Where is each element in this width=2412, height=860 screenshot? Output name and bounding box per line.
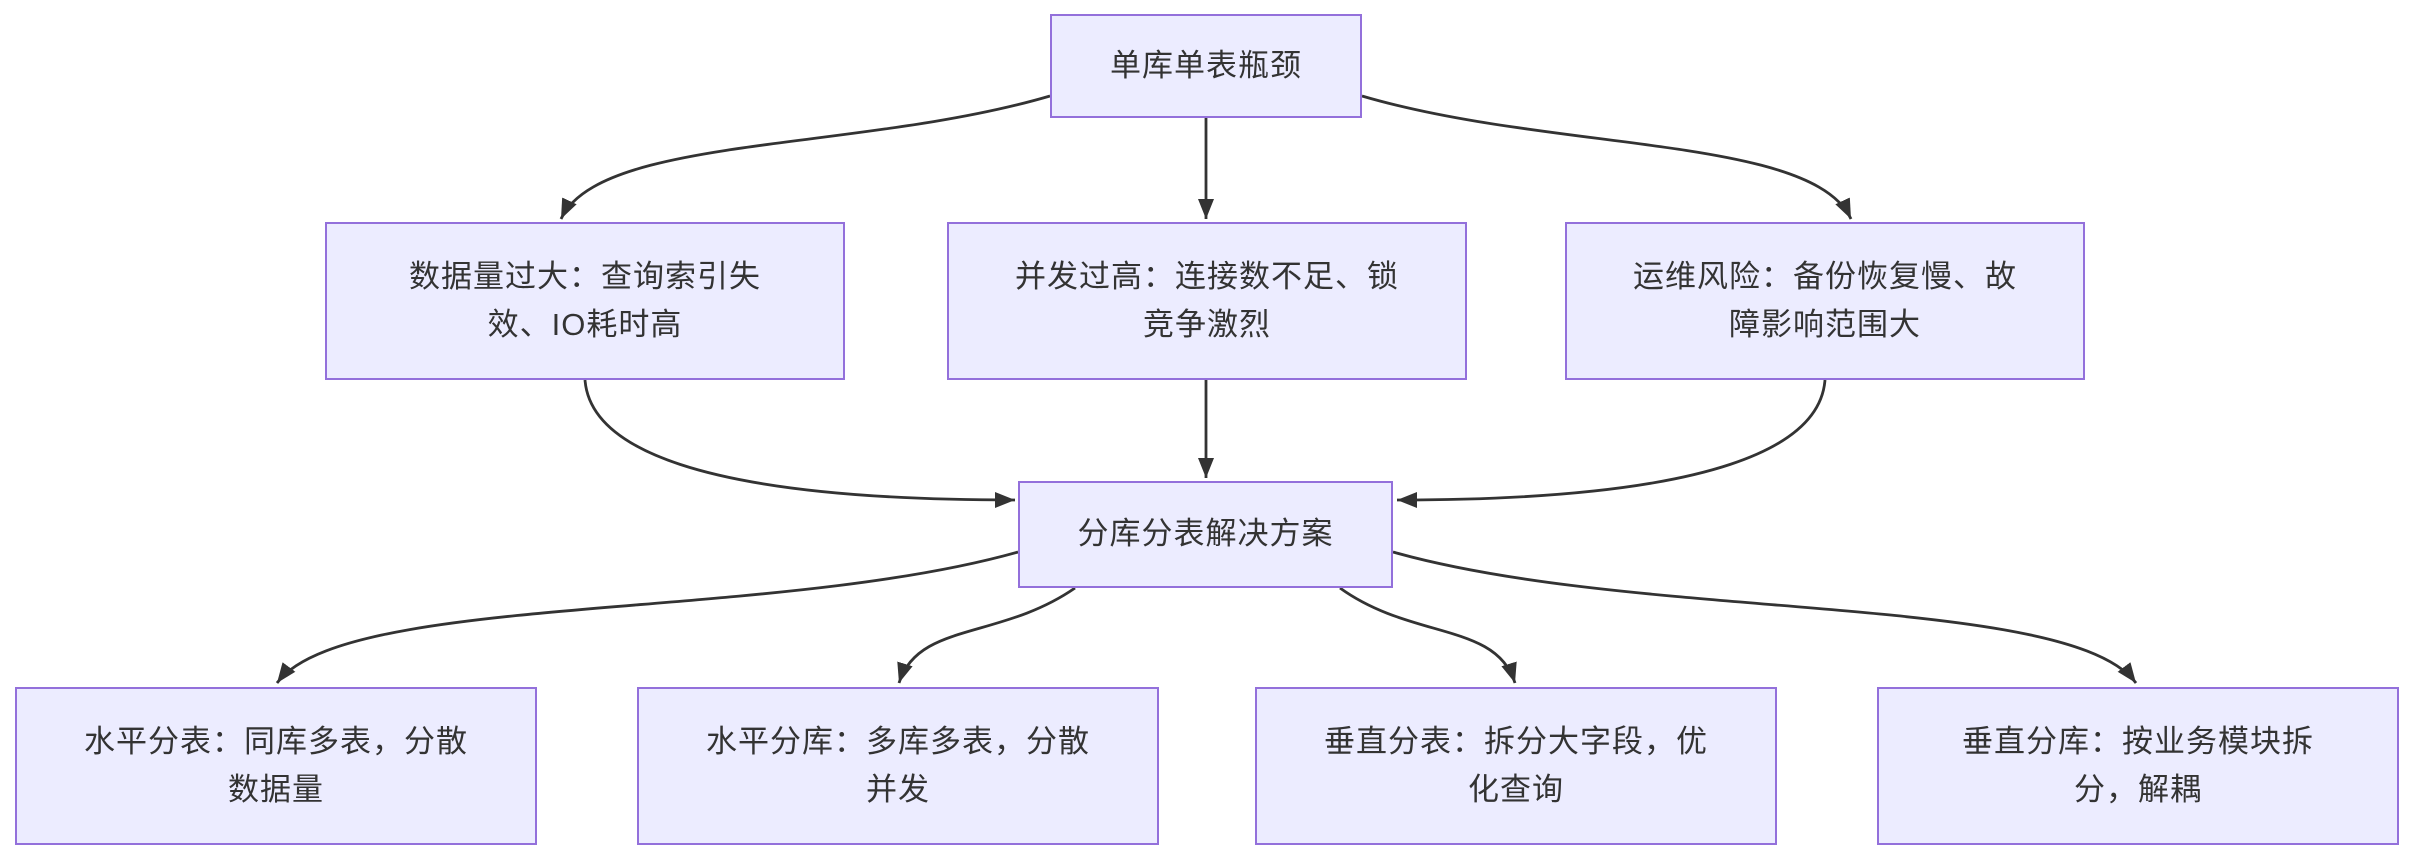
edge-prob-a-to-sol (583, 379, 1016, 508)
edge-root-to-prob-a (559, 94, 1051, 220)
node-problem-concurrency: 并发过高：连接数不足、锁 竞争激烈 (947, 222, 1467, 380)
edge-sol-to-s2 (897, 586, 1076, 684)
edge-sol-to-s4 (1392, 550, 2138, 684)
node-root-bottleneck: 单库单表瓶颈 (1050, 14, 1362, 118)
edge-prob-c-to-sol (1396, 379, 1827, 508)
node-problem-ops-risk: 运维风险：备份恢复慢、故 障影响范围大 (1565, 222, 2085, 380)
edge-root-to-prob-c (1361, 94, 1853, 220)
node-horizontal-table-split: 水平分表：同库多表，分散 数据量 (15, 687, 537, 845)
edge-sol-to-s3 (1339, 586, 1517, 684)
node-sharding-solution: 分库分表解决方案 (1018, 481, 1393, 588)
edge-sol-to-s1 (275, 550, 1019, 684)
node-vertical-table-split: 垂直分表：拆分大字段，优 化查询 (1255, 687, 1777, 845)
node-vertical-db-split: 垂直分库：按业务模块拆 分，解耦 (1877, 687, 2399, 845)
node-problem-data-volume: 数据量过大：查询索引失 效、IO耗时高 (325, 222, 845, 380)
node-horizontal-db-split: 水平分库：多库多表，分散 并发 (637, 687, 1159, 845)
